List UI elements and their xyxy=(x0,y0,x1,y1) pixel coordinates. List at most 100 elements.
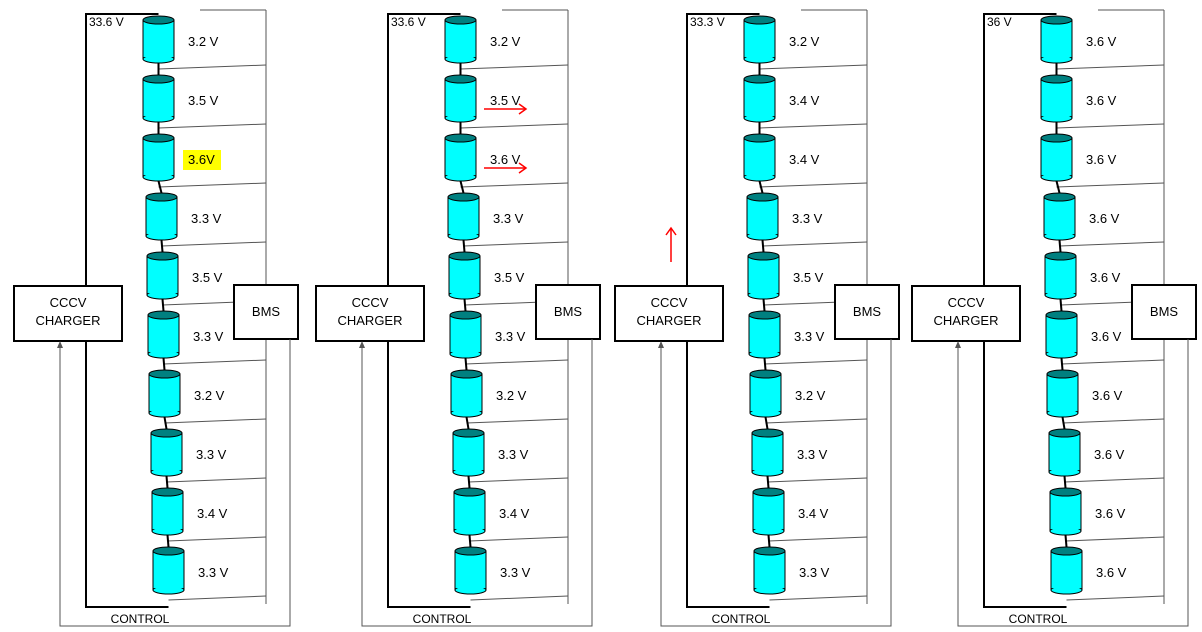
sense-tap xyxy=(466,418,569,424)
cell-fill xyxy=(755,551,784,588)
cell-top xyxy=(142,15,175,25)
cell-voltage-label: 3.6 V xyxy=(490,152,521,167)
bms-label: BMS xyxy=(554,304,583,319)
sense-tap xyxy=(1066,595,1165,601)
sense-tap xyxy=(470,595,569,601)
sense-tap xyxy=(1056,123,1165,129)
cell-fill xyxy=(449,197,478,234)
cell-fill xyxy=(154,551,183,588)
sense-tap xyxy=(767,477,868,483)
cell-top xyxy=(151,487,184,497)
cell: 3.2 V xyxy=(749,369,826,430)
control-label: CONTROL xyxy=(413,612,472,626)
cell-fill xyxy=(455,492,484,529)
sense-tap xyxy=(158,123,267,129)
cell-connector xyxy=(463,298,467,312)
cell-voltage-label: 3.3 V xyxy=(196,447,227,462)
cell-connector xyxy=(163,416,168,430)
cell-top xyxy=(142,133,175,143)
cell: 3.4 V xyxy=(743,133,820,194)
cell-top xyxy=(747,251,780,261)
cell-fill xyxy=(1046,256,1075,293)
sense-tap xyxy=(469,536,569,542)
cell-connector xyxy=(166,534,170,548)
cell-connector xyxy=(762,298,766,312)
cell-fill xyxy=(450,256,479,293)
cell-fill xyxy=(751,374,780,411)
cell-fill xyxy=(749,256,778,293)
charger-label-line2: CHARGER xyxy=(35,313,100,328)
cell-fill xyxy=(144,20,173,57)
cell-voltage-label: 3.6V xyxy=(188,152,215,167)
cell: 3.5 V xyxy=(142,74,219,134)
sense-tap xyxy=(768,536,868,542)
cell-voltage-label: 3.5 V xyxy=(494,270,525,285)
bms-box xyxy=(1131,284,1197,340)
cell-top xyxy=(142,74,175,84)
charger-box xyxy=(13,285,123,342)
cell-top xyxy=(444,74,477,84)
cell: 3.3 V xyxy=(746,192,823,253)
cell-connector xyxy=(1055,180,1061,194)
cell-connector xyxy=(468,534,472,548)
cell: 3.6 V xyxy=(1049,487,1126,548)
cell-top xyxy=(150,428,183,438)
control-wire xyxy=(660,339,892,627)
cell: 3.6 V xyxy=(1050,546,1127,595)
cell-voltage-label: 3.6 V xyxy=(1089,211,1120,226)
cell-voltage-label: 3.5 V xyxy=(188,93,219,108)
sense-tap xyxy=(460,182,569,188)
cell: 3.3 V xyxy=(147,310,224,371)
cell-connector xyxy=(162,357,166,371)
cell: 3.3 V xyxy=(748,310,825,371)
charger-box xyxy=(911,285,1021,342)
control-wire xyxy=(361,339,593,627)
cell-voltage-label: 3.6 V xyxy=(1091,329,1122,344)
cell-fill xyxy=(1042,79,1071,116)
cell: 3.6 V xyxy=(1043,192,1120,253)
cell-voltage-label: 3.3 V xyxy=(493,211,524,226)
cell-connector xyxy=(464,357,468,371)
control-label: CONTROL xyxy=(111,612,170,626)
cell-fill xyxy=(152,433,181,470)
cell-top xyxy=(1046,369,1079,379)
sense-tap xyxy=(460,123,569,129)
cell: 3.3 V xyxy=(452,428,529,489)
cell-connector xyxy=(1064,534,1068,548)
cell-fill xyxy=(1050,433,1079,470)
cell: 3.3 V xyxy=(150,428,227,489)
control-wire xyxy=(957,339,1189,627)
control-arrowhead xyxy=(658,341,664,348)
bms-box xyxy=(233,284,299,340)
cell-fill xyxy=(454,433,483,470)
cell: 3.6 V xyxy=(1040,74,1117,134)
sense-tap xyxy=(1056,182,1165,188)
cell: 3.2 V xyxy=(743,15,820,75)
cell-connector xyxy=(465,416,470,430)
cell: 3.6 V xyxy=(1040,15,1117,75)
cell: 3.6V xyxy=(142,133,221,194)
cell: 3.5 V xyxy=(444,74,528,134)
cell-top xyxy=(145,192,178,202)
cell-top xyxy=(1040,74,1073,84)
cell-top xyxy=(152,546,185,556)
cell-fill xyxy=(1051,492,1080,529)
charger-label-line1: CCCV xyxy=(651,295,688,310)
cell-top xyxy=(1044,251,1077,261)
charger-label-line1: CCCV xyxy=(50,295,87,310)
sense-tap xyxy=(1061,359,1165,365)
total-voltage: 33.3 V xyxy=(690,15,725,29)
cell-fill xyxy=(446,20,475,57)
cell: 3.6 V xyxy=(1048,428,1125,489)
cell-top xyxy=(147,310,180,320)
cell-voltage-label: 3.2 V xyxy=(490,34,521,49)
cell-voltage-highlight xyxy=(183,150,221,170)
cell-connector xyxy=(467,475,471,489)
cell-fill xyxy=(753,433,782,470)
cell-top xyxy=(753,546,786,556)
cell: 3.5 V xyxy=(747,251,824,312)
cell-voltage-label: 3.3 V xyxy=(799,565,830,580)
up-arrowhead-icon xyxy=(665,226,677,236)
